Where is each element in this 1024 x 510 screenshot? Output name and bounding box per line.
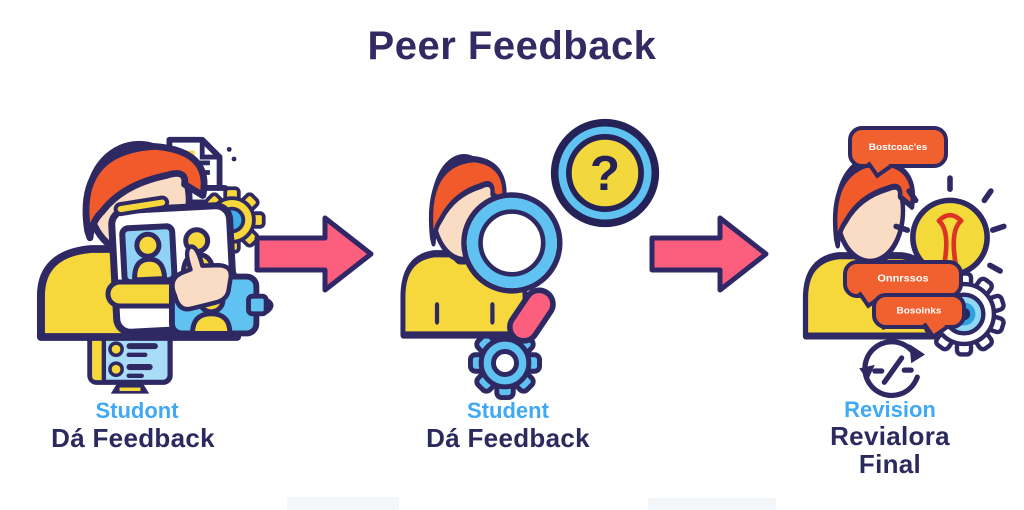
pointing-hand-icon [170, 244, 233, 312]
step3-label-line1: Revialora [830, 421, 950, 451]
speech-bubble-text: Bostcoac'es [868, 142, 928, 152]
pencil-icon [113, 195, 170, 217]
bottom-strip [287, 497, 399, 510]
question-mark-glyph: ? [590, 146, 620, 201]
step3-label-line2: Final [858, 449, 922, 479]
hair [428, 156, 507, 247]
feedback-list-monitor-icon [87, 330, 173, 394]
magnifier-icon [461, 192, 563, 344]
revision-cycle-icon [859, 339, 926, 399]
arrow-right-icon [254, 215, 374, 293]
hair [82, 143, 208, 242]
filament [936, 212, 964, 266]
page-title: Peer Feedback [367, 24, 657, 68]
speech-bubble: Bosoinks [872, 293, 966, 340]
cup-icon [246, 293, 269, 317]
speech-bubble-text: Onnrssos [877, 273, 929, 285]
step2-subtitle: Student [467, 398, 549, 423]
hair [833, 159, 916, 249]
step1-label: Dá Feedback [51, 423, 215, 453]
step1-subtitle: Studont [95, 398, 179, 423]
speech-bubble-text: Bosoinks [896, 306, 942, 316]
arrow-right-icon [649, 215, 769, 293]
step3-subtitle: Revision [844, 397, 936, 422]
pencil-slash [881, 355, 905, 385]
speech-bubble: Bostcoac'es [848, 126, 948, 179]
step2-label: Dá Feedback [426, 423, 590, 453]
question-mark-icon: ? [550, 118, 660, 228]
bottom-strip [648, 498, 776, 510]
